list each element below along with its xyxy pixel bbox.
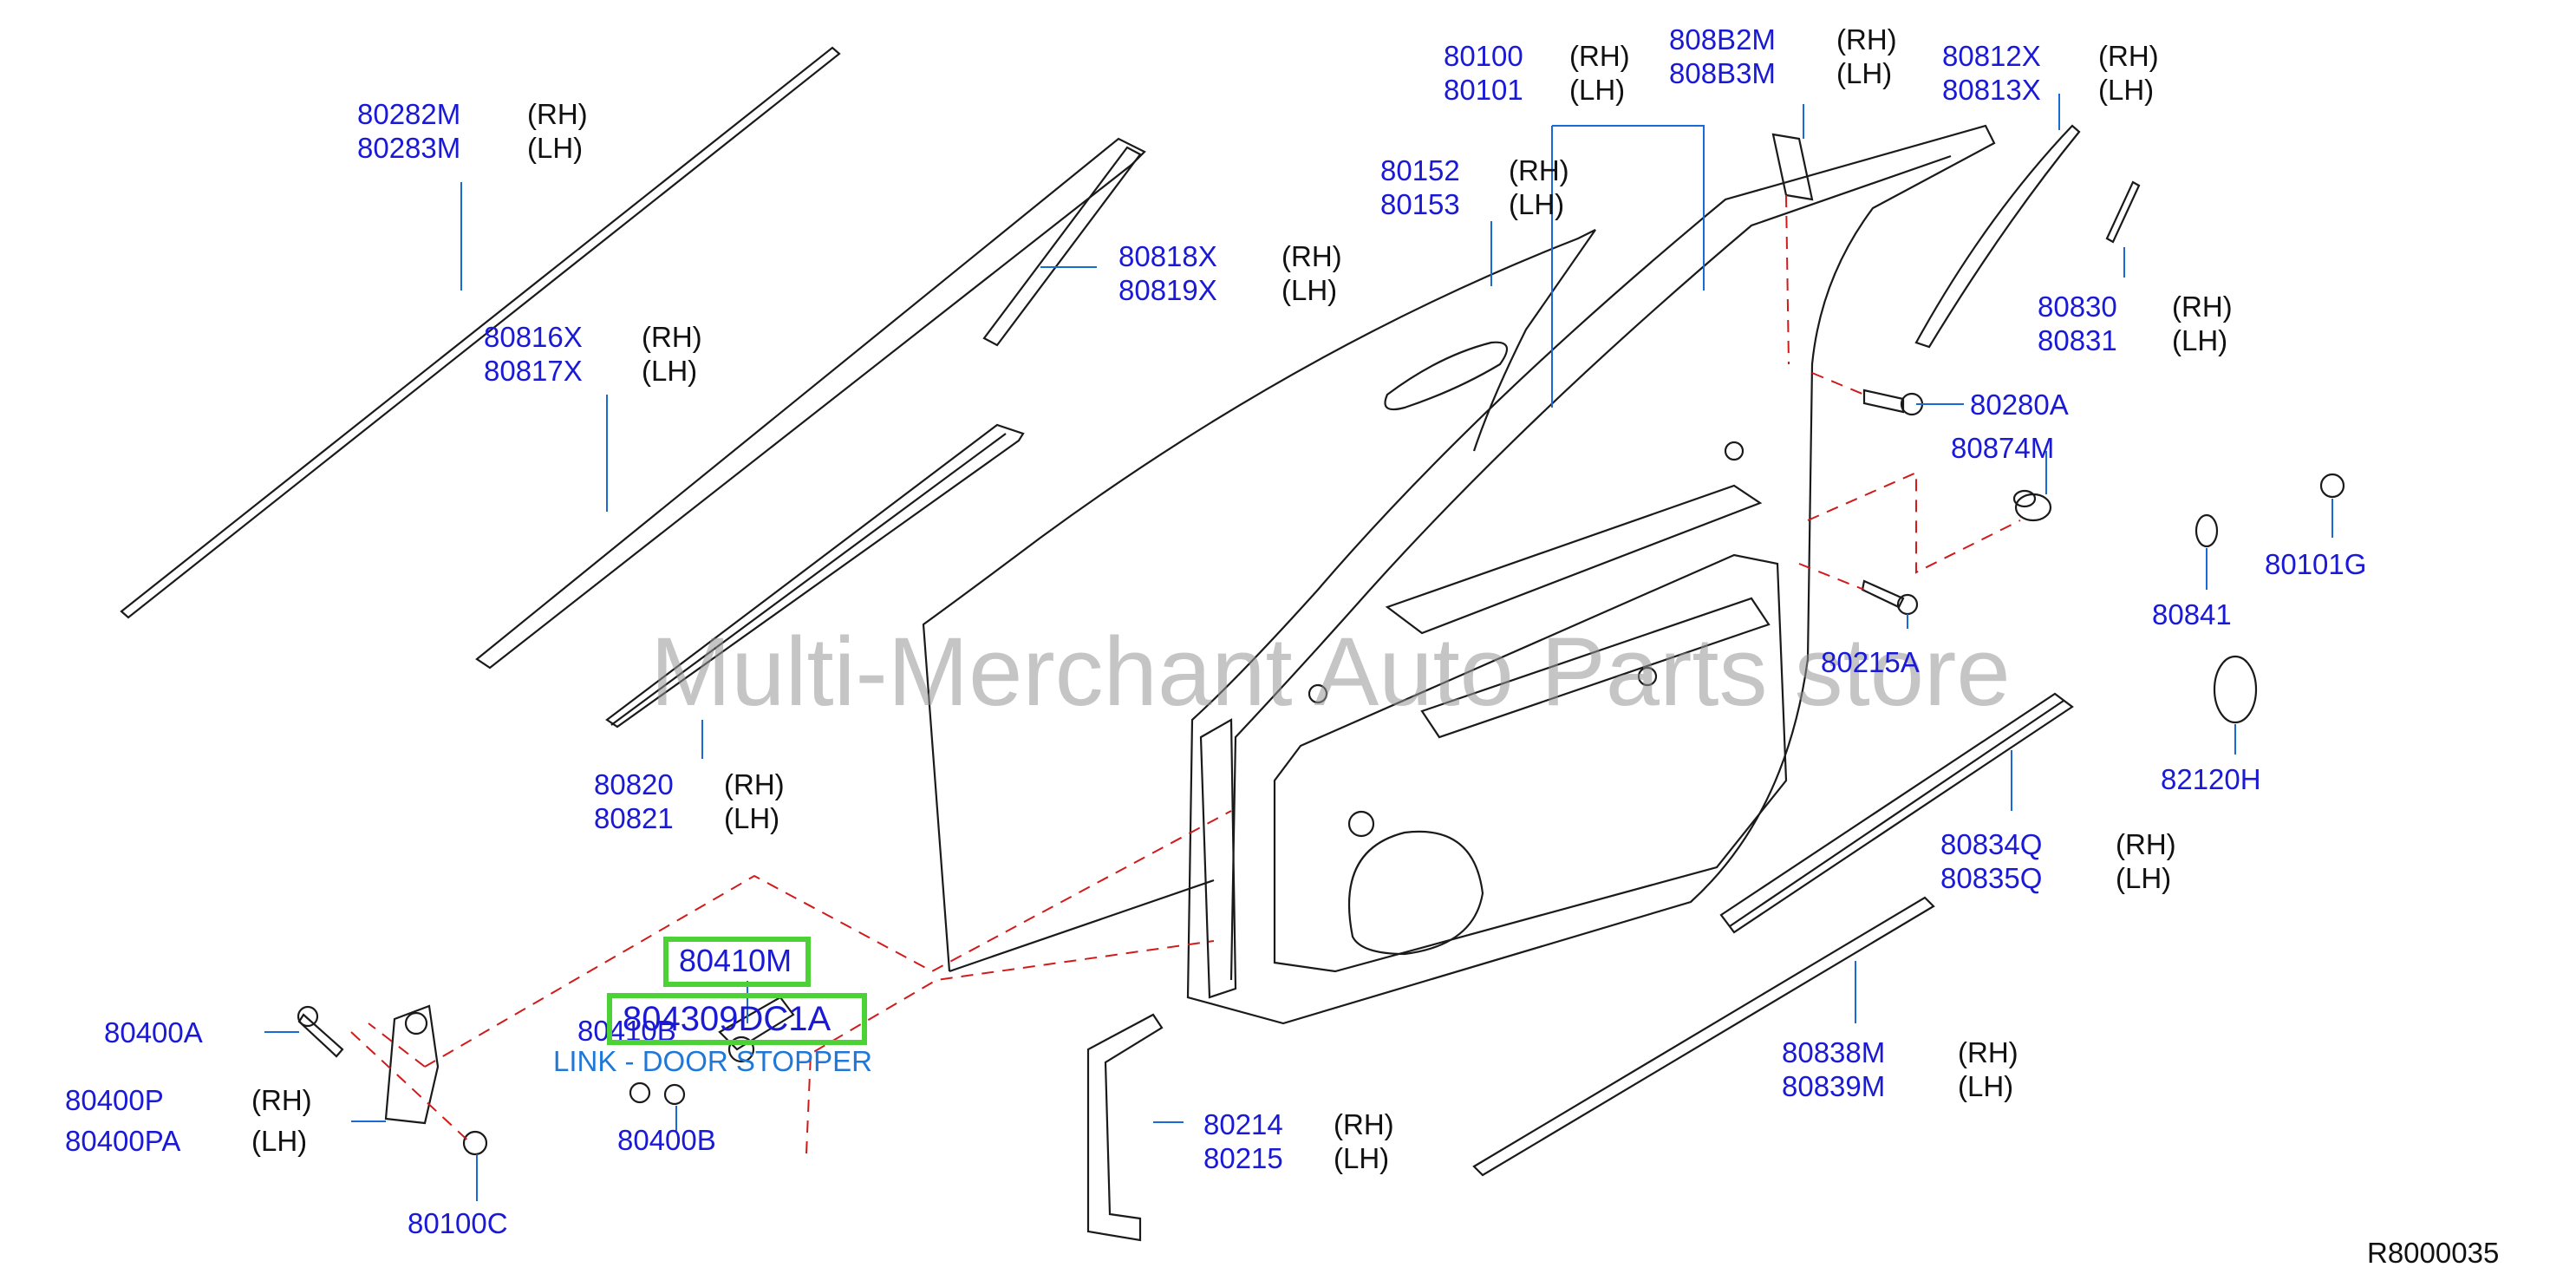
side-lh: (LH) — [1281, 274, 1338, 306]
side-lh: (LH) — [1836, 57, 1893, 89]
seal-82120h-shape — [2213, 655, 2258, 724]
highlight-box-804309dc1a[interactable] — [607, 993, 867, 1045]
part-number-80818x: 80818X — [1118, 240, 1217, 272]
sash-molding-shape — [982, 146, 1142, 347]
highlight-part-80410m: 80410M — [679, 943, 792, 978]
side-lh: (LH) — [1958, 1070, 2014, 1102]
side-rh: (RH) — [1334, 1108, 1394, 1140]
part-number-80821: 80821 — [594, 802, 674, 834]
side-lh: (LH) — [724, 802, 780, 834]
nut-80100c-shape — [462, 1130, 488, 1156]
part-number-80152: 80152 — [1380, 154, 1460, 186]
highlight-part-804309dc1a: 804309DC1A — [623, 1000, 831, 1038]
part-number-80101g: 80101G — [2265, 548, 2367, 580]
side-rh: (RH) — [2098, 40, 2159, 72]
part-number-80835q: 80835Q — [1940, 862, 2043, 894]
grommet-80874m-shape — [2014, 493, 2052, 522]
part-number-80819x: 80819X — [1118, 274, 1217, 306]
belt-weatherstrip-shape — [605, 423, 1025, 728]
part-number-80841: 80841 — [2152, 598, 2232, 630]
part-number-80834q: 80834Q — [1940, 828, 2043, 860]
part-number-80100: 80100 — [1444, 40, 1523, 72]
side-lh: (LH) — [1509, 188, 1565, 220]
part-number-80215: 80215 — [1203, 1142, 1283, 1174]
part-number-808b3m: 808B3M — [1669, 57, 1776, 89]
side-lh: (LH) — [2098, 74, 2155, 106]
part-number-80101: 80101 — [1444, 74, 1523, 106]
side-lh: (LH) — [2116, 862, 2172, 894]
part-number-80214: 80214 — [1203, 1108, 1283, 1140]
nut-80101g-shape — [2319, 473, 2345, 499]
part-number-80400a: 80400A — [104, 1016, 203, 1049]
side-lh: (LH) — [2172, 324, 2228, 356]
part-number-80400b: 80400B — [617, 1124, 716, 1156]
bolt-80400b-shape — [629, 1081, 651, 1104]
part-number-80839m: 80839M — [1782, 1070, 1886, 1102]
side-rh: (RH) — [2116, 828, 2176, 860]
part-number-80874m: 80874M — [1951, 432, 2055, 464]
bolt-80215a-shape — [1861, 579, 1905, 609]
side-lh: (LH) — [1334, 1142, 1390, 1174]
watermark: Multi-Merchant Auto Parts store — [650, 617, 2011, 726]
roof-molding-shape — [120, 46, 841, 619]
part-number-80280a: 80280A — [1970, 389, 2069, 421]
side-rh: (RH) — [1836, 23, 1897, 56]
side-rh: (RH) — [527, 98, 588, 130]
strip-80830-shape — [2105, 180, 2141, 244]
side-rh: (RH) — [1569, 40, 1630, 72]
part-number-80838m: 80838M — [1782, 1036, 1886, 1068]
diagram-reference: R8000035 — [2367, 1237, 2500, 1269]
side-rh: (RH) — [251, 1084, 312, 1116]
part-number-80817x: 80817X — [484, 355, 583, 387]
part-number-808b2m: 808B2M — [1669, 23, 1776, 56]
part-number-80400pa: 80400PA — [65, 1125, 181, 1157]
plug-80841-shape — [2194, 513, 2219, 548]
side-lh: (LH) — [527, 132, 584, 164]
part-number-80816x: 80816X — [484, 321, 583, 353]
bolt-80400a-shape — [297, 1013, 344, 1058]
molding-80838m-shape — [1472, 896, 1935, 1177]
side-rh: (RH) — [642, 321, 702, 353]
door-outer-panel-shape — [922, 229, 1596, 972]
side-rh: (RH) — [1958, 1036, 2018, 1068]
door-handle-shape — [1384, 341, 1509, 411]
part-number-80813x: 80813X — [1942, 74, 2041, 106]
hinge-80400p-shape — [384, 1004, 440, 1125]
side-lh: (LH) — [1569, 74, 1626, 106]
side-rh: (RH) — [2172, 291, 2233, 323]
side-rh: (RH) — [1281, 240, 1342, 272]
part-number-82120h: 82120H — [2161, 763, 2261, 795]
part-number-80283m: 80283M — [357, 132, 461, 164]
side-rh: (RH) — [1509, 154, 1569, 186]
part-number-80820: 80820 — [594, 768, 674, 800]
side-rh: (RH) — [724, 768, 785, 800]
bolt-80280a-shape — [1862, 389, 1905, 414]
part-number-80400p: 80400P — [65, 1084, 164, 1116]
highlight-box-80410m[interactable] — [663, 937, 811, 987]
clip-808b2m-shape — [1771, 133, 1814, 201]
sash-trim-shape — [1914, 124, 2081, 349]
side-lh: (LH) — [251, 1125, 308, 1157]
part-description: LINK - DOOR STOPPER — [553, 1045, 872, 1077]
side-lh: (LH) — [642, 355, 698, 387]
seal-80214-shape — [1086, 1013, 1164, 1242]
part-number-80831: 80831 — [2038, 324, 2117, 356]
weatherstrip-80834q-shape — [1719, 692, 2074, 934]
part-number-80830: 80830 — [2038, 291, 2117, 323]
part-number-80153: 80153 — [1380, 188, 1460, 220]
part-number-80100c: 80100C — [408, 1207, 508, 1239]
part-number-80812x: 80812X — [1942, 40, 2041, 72]
part-number-80282m: 80282M — [357, 98, 461, 130]
part-number-80215a: 80215A — [1821, 646, 1920, 678]
